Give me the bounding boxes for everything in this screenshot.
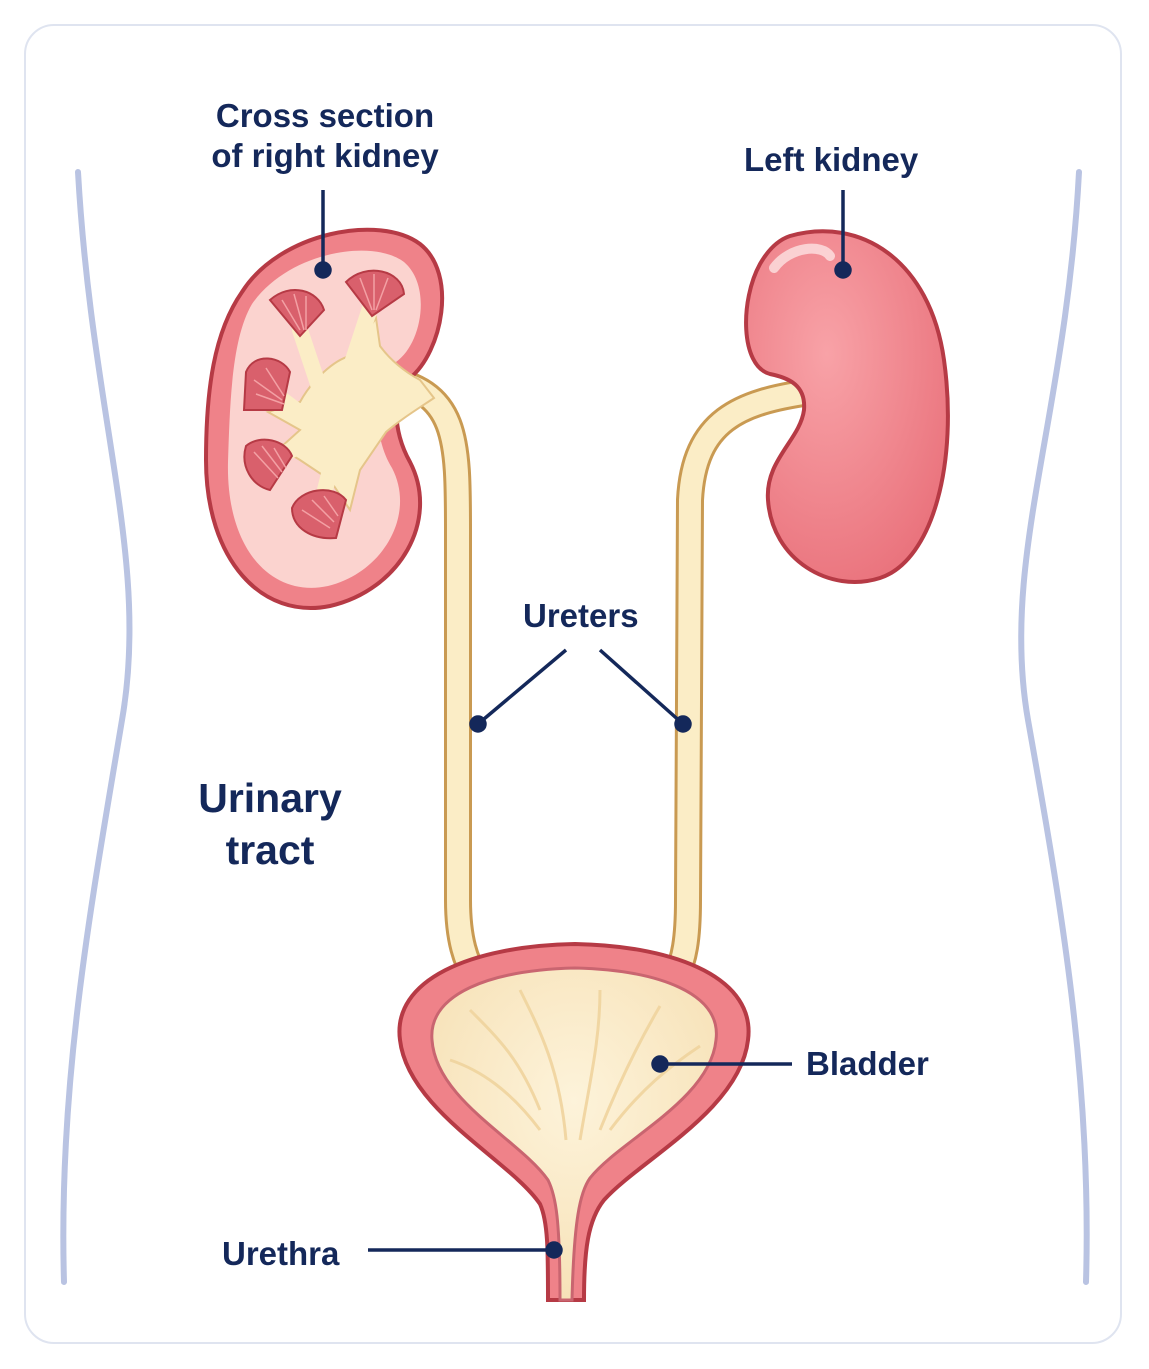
bladder-label: Bladder [806,1045,929,1082]
body-outline-left [60,169,133,1285]
left-kidney-label: Left kidney [744,141,919,178]
bladder [397,941,751,1302]
right-kidney-label: Cross section of right kidney [170,96,480,176]
urethra-label: Urethra [222,1235,340,1272]
right-kidney-label-line1: Cross section [215,97,435,134]
left-kidney [744,229,950,584]
body-outline-right [1018,169,1090,1285]
right-kidney-cross-section [203,227,445,610]
ureters-label: Ureters [523,597,639,634]
diagram-title: Urinary tract [160,772,380,876]
right-kidney-label-line2: of right kidney [211,137,439,174]
title-line2: tract [225,827,315,873]
title-line1: Urinary [198,775,342,821]
